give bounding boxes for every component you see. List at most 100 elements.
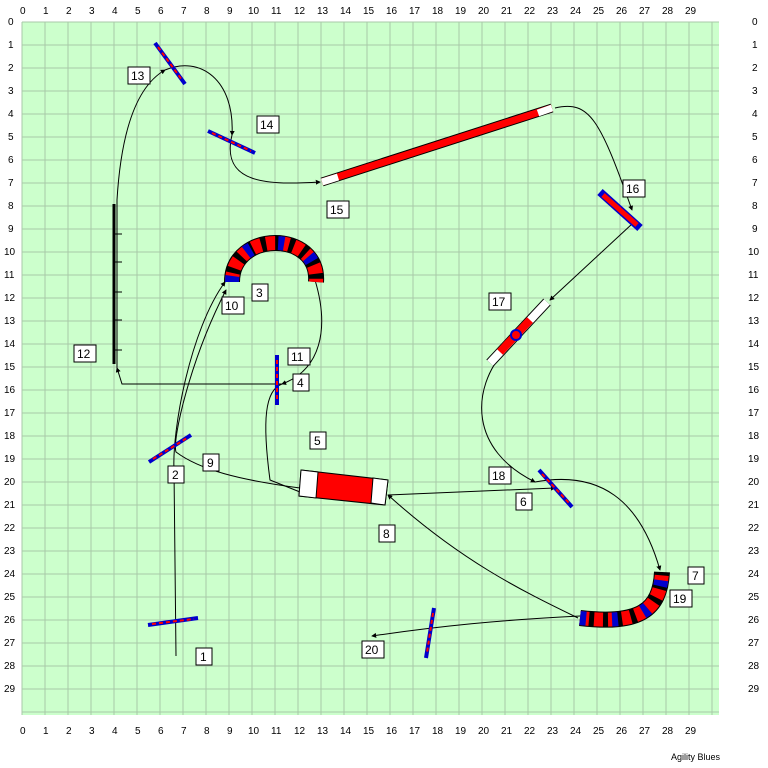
y-label-right-14: 14 [748, 339, 760, 350]
y-label-left-0: 0 [8, 17, 14, 28]
number-15: 15 [326, 200, 350, 219]
y-label-left-2: 2 [8, 63, 14, 74]
field-background [22, 22, 719, 715]
number-12: 12 [73, 344, 97, 363]
x-label-top-19: 19 [455, 6, 467, 17]
y-label-right-22: 22 [748, 523, 760, 534]
svg-text:4: 4 [297, 376, 304, 390]
number-8: 8 [378, 524, 396, 543]
x-label-bottom-2: 2 [66, 726, 72, 737]
y-label-right-5: 5 [752, 132, 758, 143]
obstacle-17 [486, 298, 551, 367]
svg-text:10: 10 [225, 299, 239, 313]
y-label-right-27: 27 [748, 638, 760, 649]
number-14: 14 [256, 115, 280, 134]
y-label-right-4: 4 [752, 109, 758, 120]
y-label-left-25: 25 [4, 592, 16, 603]
y-label-left-14: 14 [4, 339, 16, 350]
svg-text:6: 6 [520, 495, 527, 509]
y-label-left-24: 24 [4, 569, 16, 580]
x-label-top-9: 9 [227, 6, 233, 17]
y-label-right-10: 10 [748, 247, 760, 258]
x-label-bottom-27: 27 [639, 726, 651, 737]
x-label-top-25: 25 [593, 6, 605, 17]
y-label-right-7: 7 [752, 178, 758, 189]
x-label-bottom-11: 11 [271, 726, 282, 737]
y-label-right-28: 28 [748, 661, 760, 672]
x-label-top-20: 20 [478, 6, 490, 17]
number-labels: 1 2 3 4 5 6 7 8 9 10 11 12 13 14 15 16 1… [73, 66, 705, 666]
y-label-right-17: 17 [748, 408, 760, 419]
svg-text:14: 14 [260, 118, 274, 132]
x-label-bottom-29: 29 [685, 726, 697, 737]
x-label-top-10: 10 [248, 6, 260, 17]
y-label-left-19: 19 [4, 454, 16, 465]
y-label-left-5: 5 [8, 132, 14, 143]
x-axis-top: 0 1 2 3 4 5 6 7 8 9 10 11 12 13 14 15 16… [20, 6, 697, 17]
x-label-top-3: 3 [89, 6, 95, 17]
y-label-right-6: 6 [752, 155, 758, 166]
x-label-bottom-18: 18 [432, 726, 444, 737]
x-label-bottom-19: 19 [455, 726, 467, 737]
y-label-right-12: 12 [748, 293, 760, 304]
y-label-left-29: 29 [4, 684, 16, 695]
x-label-bottom-12: 12 [294, 726, 306, 737]
number-18: 18 [488, 466, 512, 485]
number-11: 11 [287, 347, 311, 366]
jump-14 [207, 129, 256, 155]
x-label-bottom-6: 6 [158, 726, 164, 737]
y-label-left-3: 3 [8, 86, 14, 97]
number-3: 3 [251, 283, 269, 302]
weave-poles-12 [112, 204, 122, 364]
y-label-right-26: 26 [748, 615, 760, 626]
number-4: 4 [292, 373, 310, 392]
y-label-right-9: 9 [752, 224, 758, 235]
x-label-bottom-20: 20 [478, 726, 490, 737]
credit-text: Agility Blues [670, 752, 720, 762]
number-17: 17 [488, 292, 512, 311]
tunnel-7 [579, 571, 670, 628]
number-13: 13 [127, 66, 151, 85]
svg-text:19: 19 [673, 592, 687, 606]
x-label-bottom-5: 5 [135, 726, 141, 737]
x-label-bottom-1: 1 [43, 726, 49, 737]
y-axis-left: 0 1 2 3 4 5 6 7 8 9 10 11 12 13 14 15 16… [4, 17, 16, 695]
x-label-bottom-3: 3 [89, 726, 95, 737]
x-label-bottom-10: 10 [248, 726, 260, 737]
x-label-bottom-24: 24 [570, 726, 582, 737]
y-label-left-4: 4 [8, 109, 14, 120]
tunnel-3 [224, 235, 325, 283]
x-label-bottom-25: 25 [593, 726, 605, 737]
x-label-bottom-7: 7 [181, 726, 187, 737]
svg-text:11: 11 [291, 350, 304, 364]
x-label-bottom-15: 15 [363, 726, 375, 737]
x-label-bottom-4: 4 [112, 726, 118, 737]
y-axis-right: 0 1 2 3 4 5 6 7 8 9 10 11 12 13 14 15 16… [748, 17, 760, 695]
y-label-left-8: 8 [8, 201, 14, 212]
number-20: 20 [361, 640, 385, 659]
x-label-top-14: 14 [340, 6, 352, 17]
y-label-right-15: 15 [748, 362, 760, 373]
y-label-left-6: 6 [8, 155, 14, 166]
x-label-bottom-21: 21 [501, 726, 513, 737]
number-19: 19 [669, 589, 693, 608]
x-label-top-11: 11 [271, 6, 282, 17]
y-label-right-24: 24 [748, 569, 760, 580]
x-label-bottom-17: 17 [409, 726, 421, 737]
y-label-right-3: 3 [752, 86, 758, 97]
x-label-top-17: 17 [409, 6, 421, 17]
x-label-bottom-13: 13 [317, 726, 329, 737]
x-label-bottom-22: 22 [524, 726, 536, 737]
y-label-right-25: 25 [748, 592, 760, 603]
x-label-top-13: 13 [317, 6, 329, 17]
svg-text:1: 1 [200, 650, 207, 664]
dogwalk-15 [320, 103, 554, 187]
x-label-bottom-26: 26 [616, 726, 628, 737]
y-label-left-21: 21 [4, 500, 16, 511]
number-2: 2 [167, 465, 185, 484]
x-label-bottom-16: 16 [386, 726, 398, 737]
y-label-left-9: 9 [8, 224, 14, 235]
x-label-top-27: 27 [639, 6, 651, 17]
x-label-bottom-28: 28 [662, 726, 674, 737]
x-label-bottom-14: 14 [340, 726, 352, 737]
